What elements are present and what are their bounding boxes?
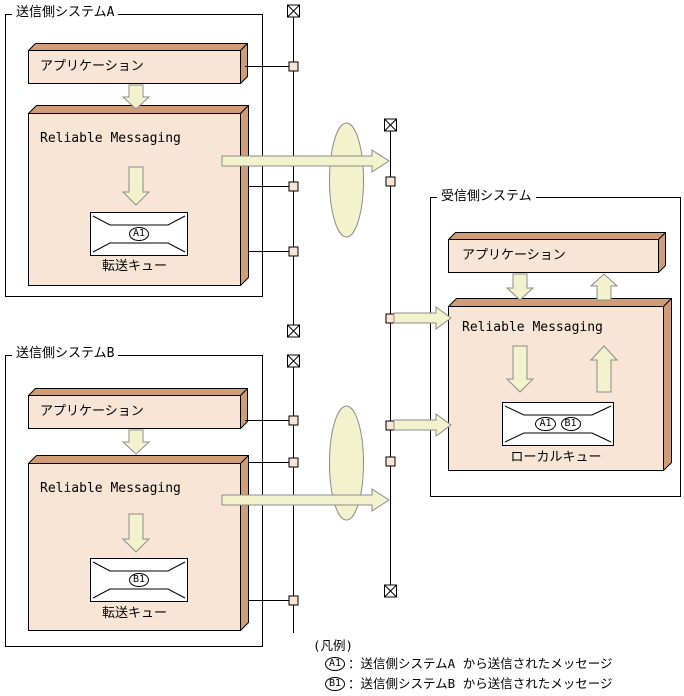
network-terminator-icon (384, 118, 397, 132)
message-badge: A1 (535, 417, 556, 431)
message-badges-b: B1 (90, 558, 188, 602)
legend-item: A1 ：送信側システムA から送信されたメッセージ (325, 656, 612, 671)
application-box-a (28, 43, 248, 84)
message-badges-a: A1 (90, 212, 188, 256)
envelope-bottom-flap (504, 432, 612, 443)
connection-node-icon (385, 456, 396, 467)
legend-item-text: ：送信側システムA から送信されたメッセージ (348, 656, 613, 671)
envelope-top-flap (92, 215, 186, 226)
envelope-top-flap (92, 561, 186, 572)
box-face (28, 50, 241, 84)
queue-label-receiver: ローカルキュー (510, 450, 602, 465)
rm-label-a: Reliable Messaging (40, 131, 181, 146)
message-badge: B1 (128, 573, 150, 587)
message-badge: B1 (325, 676, 346, 691)
connection-node-icon (385, 176, 396, 187)
envelope-bottom-flap (92, 242, 186, 253)
rm-label-receiver: Reliable Messaging (462, 320, 603, 335)
connection-node-icon (288, 246, 299, 257)
network-terminator-icon (287, 4, 300, 18)
connection-node-icon (288, 595, 299, 606)
connection-node-icon (288, 61, 299, 72)
connection-node-icon (288, 415, 299, 426)
network-terminator-icon (287, 324, 300, 338)
box-face (28, 395, 241, 429)
application-box-b (28, 388, 248, 429)
box-top-edge (448, 298, 672, 307)
envelope-body (502, 402, 614, 446)
rm-label-b: Reliable Messaging (40, 481, 181, 496)
system-a-title: 送信側システムA (12, 5, 119, 20)
connection-node-icon (385, 420, 396, 431)
message-envelope-icon-receiver (502, 402, 614, 446)
message-badge: A1 (128, 227, 150, 241)
connection-node-icon (385, 313, 396, 324)
application-label-b: アプリケーション (40, 404, 144, 419)
queue-label-b: 転送キュー (101, 606, 167, 621)
message-badge: A1 (325, 656, 346, 671)
connection-node-icon (288, 457, 299, 468)
box-face (448, 239, 659, 273)
network-terminator-icon (384, 584, 397, 598)
legend-title: (凡例) (313, 638, 354, 653)
box-top-edge (28, 455, 249, 464)
legend-item: B1 ：送信側システムB から送信されたメッセージ (325, 676, 612, 691)
box-right-edge (240, 455, 249, 631)
application-label-receiver: アプリケーション (462, 248, 566, 263)
legend-item-text: ：送信側システムB から送信されたメッセージ (348, 676, 613, 691)
queue-label-a: 転送キュー (101, 259, 167, 274)
receiver-title: 受信側システム (437, 189, 536, 204)
network-terminator-icon (287, 354, 300, 368)
message-badge: B1 (560, 417, 581, 431)
connection-node-icon (288, 181, 299, 192)
system-b-title: 送信側システムB (12, 346, 119, 361)
envelope-bottom-flap (92, 588, 186, 599)
box-top-edge (28, 105, 249, 114)
application-box-receiver (448, 232, 666, 273)
box-right-edge (240, 105, 249, 286)
message-badges-receiver: A1 B1 (502, 402, 614, 446)
box-right-edge (663, 298, 672, 471)
envelope-top-flap (504, 405, 612, 416)
network-channel-ellipse-a (329, 122, 364, 238)
network-channel-ellipse-b (329, 405, 364, 521)
application-label-a: アプリケーション (40, 59, 144, 74)
